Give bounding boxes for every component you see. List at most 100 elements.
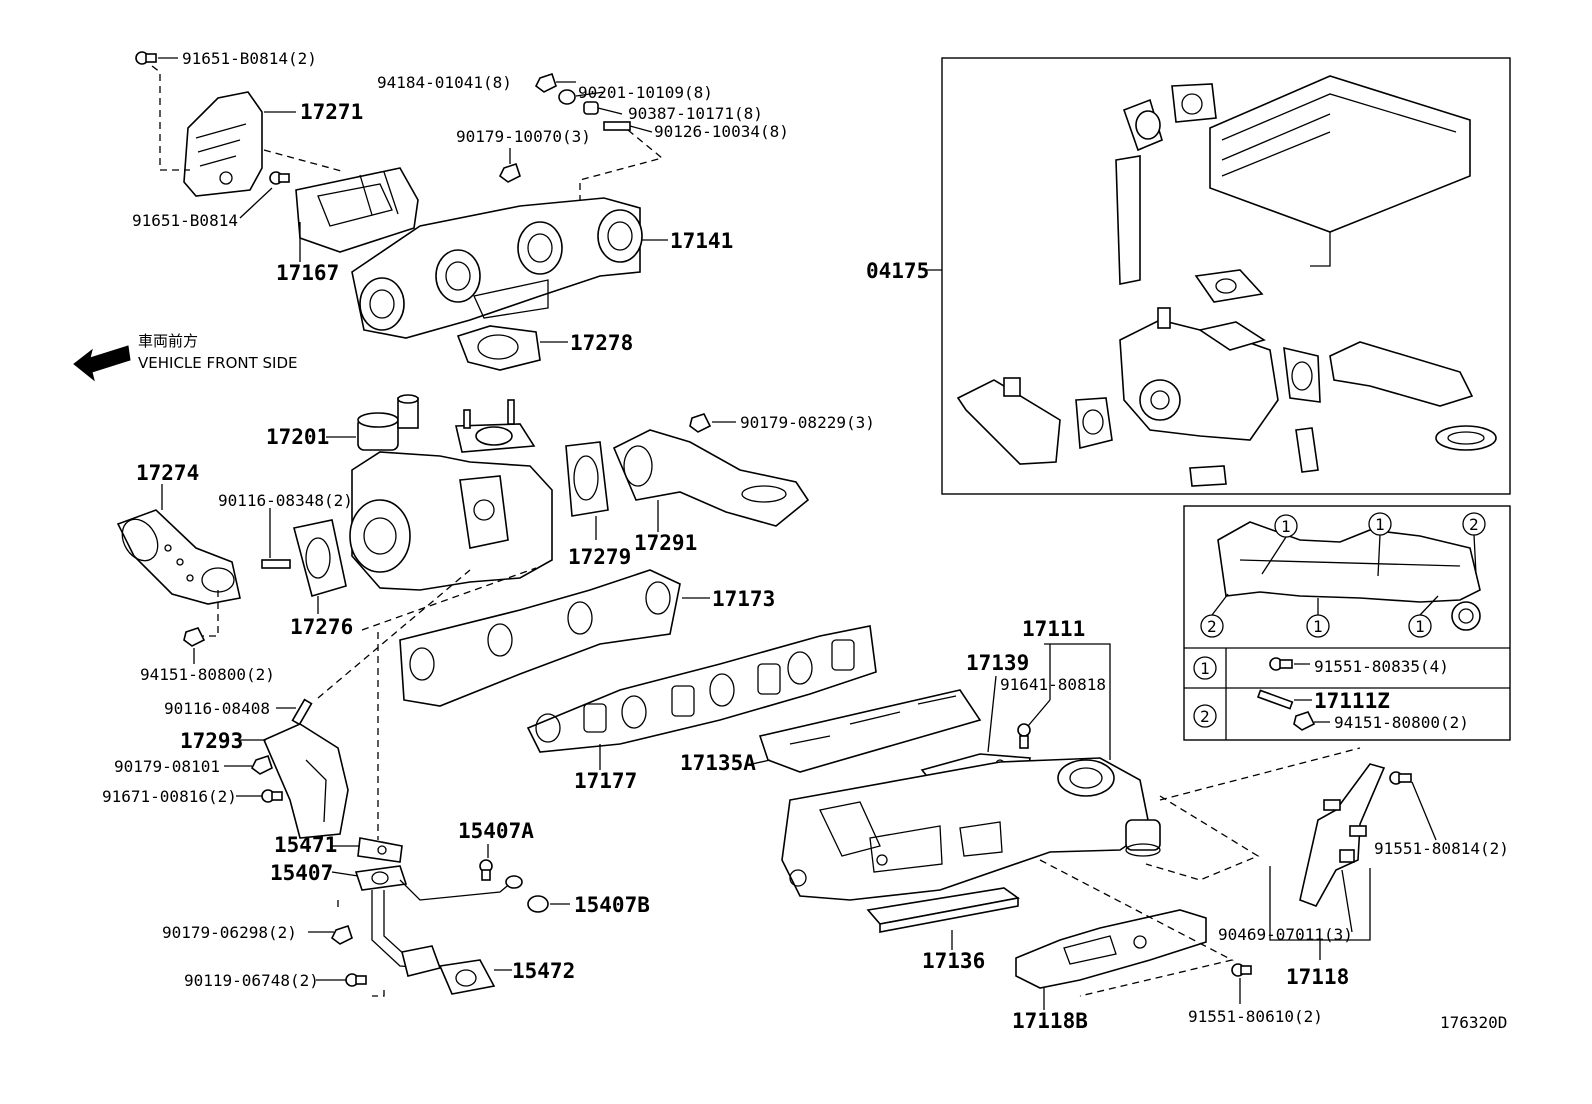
plate-17136 xyxy=(866,887,1020,933)
nut-90179-08229 xyxy=(689,413,712,433)
bolt-91671-00816 xyxy=(261,789,283,803)
callout-15407B: 15407B xyxy=(574,893,650,917)
svg-text:1: 1 xyxy=(1200,659,1210,678)
bolt-91641-80818 xyxy=(1017,723,1031,749)
vehicle-front-jp: 車両前方 xyxy=(138,332,198,350)
callout-17271: 17271 xyxy=(300,100,363,124)
legend-mark-1-b: 1 xyxy=(1368,512,1392,536)
vehicle-front-en: VEHICLE FRONT SIDE xyxy=(138,354,298,372)
callout-91671-00816: 91671-00816(2) xyxy=(102,787,237,806)
assembly-box-04175 xyxy=(941,57,1511,495)
vehicle-front-arrow xyxy=(73,345,131,382)
egr-assembly-17111 xyxy=(781,757,1161,901)
bracket-17293 xyxy=(262,723,349,839)
callout-17139: 17139 xyxy=(966,651,1029,675)
nut-94184 xyxy=(534,72,557,93)
assembly-04175-illustration xyxy=(956,75,1497,487)
callout-91651-B0814-2: 91651-B0814(2) xyxy=(182,49,317,68)
callout-15472: 15472 xyxy=(512,959,575,983)
callout-17201: 17201 xyxy=(266,425,329,449)
washer-90201 xyxy=(558,89,576,105)
stud-90116-08408 xyxy=(291,698,313,726)
illustration-code: 176320D xyxy=(1440,1013,1507,1032)
gasket-17173 xyxy=(399,569,681,707)
callout-17278: 17278 xyxy=(570,331,633,355)
nut-90179-08101 xyxy=(250,754,273,775)
nut-90179-10070 xyxy=(498,162,521,183)
plate-17135A xyxy=(758,689,982,773)
svg-text:1: 1 xyxy=(1313,617,1323,636)
legend-mark-2-b: 2 xyxy=(1200,614,1224,638)
callout-90179-08229: 90179-08229(3) xyxy=(740,413,875,432)
svg-text:2: 2 xyxy=(1200,707,1210,726)
gasket-15472 xyxy=(438,959,496,995)
svg-text:1: 1 xyxy=(1281,517,1291,536)
heat-insulator-17271 xyxy=(183,91,263,197)
callout-90116-08348: 90116-08348(2) xyxy=(218,491,353,510)
bolt-90119-06748 xyxy=(345,973,367,987)
callout-90119-06748: 90119-06748(2) xyxy=(184,971,319,990)
callout-17118: 17118 xyxy=(1286,965,1349,989)
callout-17291: 17291 xyxy=(634,531,697,555)
callout-17276: 17276 xyxy=(290,615,353,639)
callout-17136: 17136 xyxy=(922,949,985,973)
svg-text:2: 2 xyxy=(1469,515,1479,534)
legend-row-mark-1: 1 xyxy=(1193,656,1217,680)
callout-04175: 04175 xyxy=(866,259,929,283)
legend-row-mark-2: 2 xyxy=(1193,704,1217,728)
gasket-17279 xyxy=(565,441,609,517)
exhaust-manifold-17141 xyxy=(351,197,643,339)
callout-91551-80814: 91551-80814(2) xyxy=(1374,839,1509,858)
svg-text:1: 1 xyxy=(1415,617,1425,636)
callout-91641-80818: 91641-80818 xyxy=(1000,675,1106,694)
callout-17141: 17141 xyxy=(670,229,733,253)
callout-90116-08408: 90116-08408 xyxy=(164,699,270,718)
callout-15471: 15471 xyxy=(274,833,337,857)
bracket-17118B xyxy=(1015,909,1207,989)
callout-90201-10109: 90201-10109(8) xyxy=(578,83,713,102)
svg-text:2: 2 xyxy=(1207,617,1217,636)
bracket-17118 xyxy=(1299,763,1386,907)
collar-90387 xyxy=(583,101,599,115)
nut-94151-80800 xyxy=(183,627,206,647)
callout-94184-01041: 94184-01041(8) xyxy=(377,73,512,92)
callout-90469-07011: 90469-07011(3) xyxy=(1218,925,1353,944)
gasket-15471 xyxy=(357,837,403,863)
bolt-91651-mid xyxy=(269,171,290,185)
stud-90126 xyxy=(603,121,631,131)
callout-17111Z: 17111Z xyxy=(1314,689,1390,713)
callout-17274: 17274 xyxy=(136,461,199,485)
callout-90179-08101: 90179-08101 xyxy=(114,757,220,776)
legend-mark-1-a: 1 xyxy=(1274,514,1298,538)
legend-box xyxy=(1183,505,1511,741)
fitting-15407B xyxy=(527,895,549,913)
legend-mark-1-c: 1 xyxy=(1306,614,1330,638)
callout-15407: 15407 xyxy=(270,861,333,885)
callout-17167: 17167 xyxy=(276,261,339,285)
legend-mark-1-d: 1 xyxy=(1408,614,1432,638)
callout-17111: 17111 xyxy=(1022,617,1085,641)
bolt-91551-80814 xyxy=(1389,771,1412,785)
legend-nut-94151 xyxy=(1293,711,1316,731)
callout-17293: 17293 xyxy=(180,729,243,753)
callout-91551-80610: 91551-80610(2) xyxy=(1188,1007,1323,1026)
legend-stud-17111Z xyxy=(1256,689,1294,710)
callout-94151-80800-legend: 94151-80800(2) xyxy=(1334,713,1469,732)
legend-bolt-91551-80835 xyxy=(1269,657,1293,671)
bolt-91551-80610 xyxy=(1231,963,1252,977)
gasket-17278 xyxy=(456,325,541,371)
svg-text:1: 1 xyxy=(1375,515,1385,534)
stud-90116-08348 xyxy=(261,559,291,569)
callout-15407A: 15407A xyxy=(458,819,534,843)
callout-17177: 17177 xyxy=(574,769,637,793)
callout-17135A: 17135A xyxy=(680,751,756,775)
bolt-15407A xyxy=(479,859,493,881)
gasket-17177 xyxy=(526,625,877,753)
callout-91551-80835: 91551-80835(4) xyxy=(1314,657,1449,676)
elbow-pipe-17291 xyxy=(612,429,810,527)
callout-17173: 17173 xyxy=(712,587,775,611)
callout-17279: 17279 xyxy=(568,545,631,569)
pipe-15407 xyxy=(354,865,523,977)
